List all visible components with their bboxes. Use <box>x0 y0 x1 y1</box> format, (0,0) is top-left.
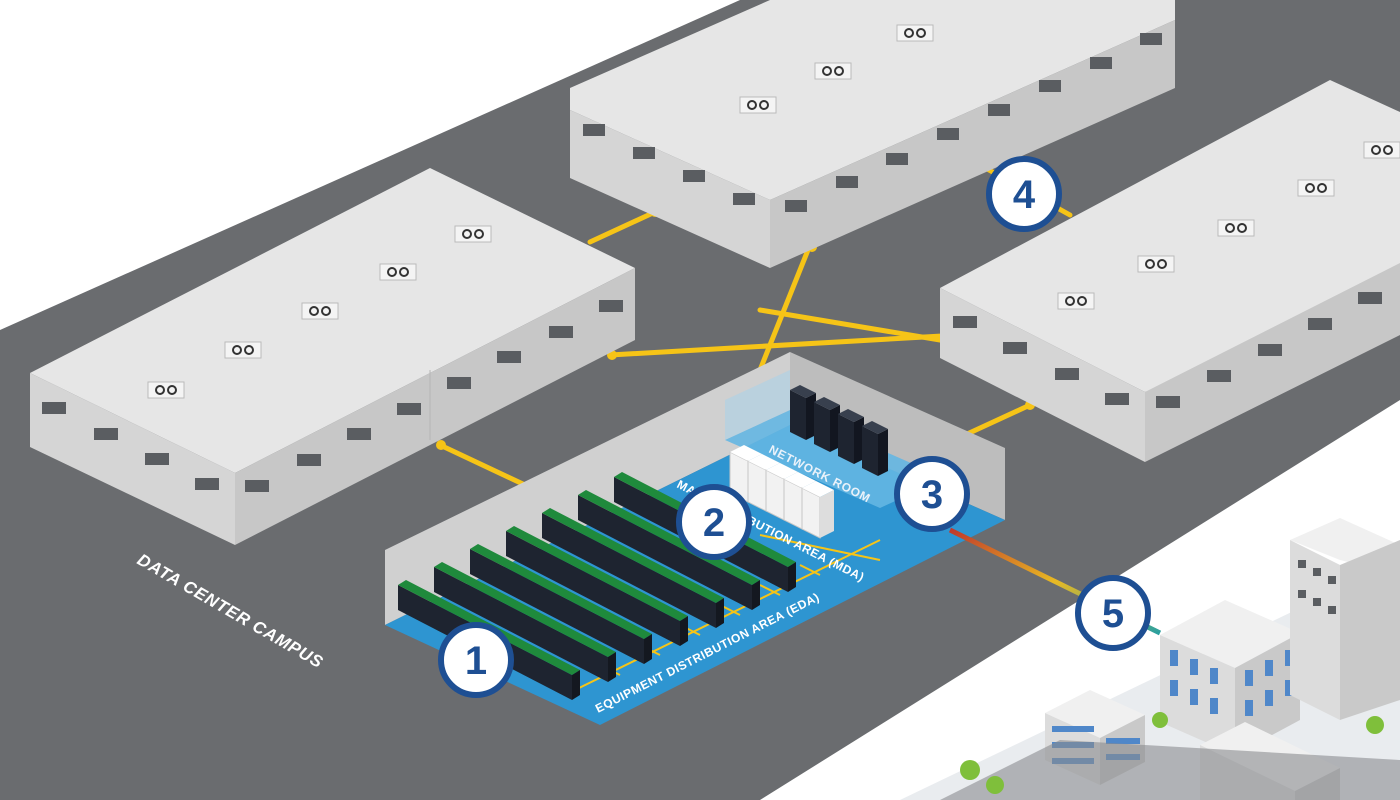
rack-row <box>434 562 616 682</box>
svg-text:4: 4 <box>1013 173 1036 217</box>
building-right <box>940 80 1400 462</box>
badge-3: 3 <box>894 456 970 532</box>
campus-cabling <box>437 162 1073 488</box>
mda-cabinets <box>729 445 834 539</box>
building-left-windows <box>42 300 623 492</box>
badge-2: 2 <box>676 484 752 560</box>
network-room-glass-wall <box>725 370 790 440</box>
city-road <box>940 740 1400 800</box>
rack-row <box>542 508 724 628</box>
building-right-windows <box>953 292 1382 408</box>
badge-1: 1 <box>438 622 514 698</box>
building-right-roof-units <box>1057 141 1400 310</box>
eda-floor-lines <box>574 534 881 691</box>
network-room-racks <box>790 385 888 476</box>
building-left-roof-units <box>147 225 492 399</box>
network-room-floor <box>725 410 945 508</box>
svg-text:5: 5 <box>1102 592 1124 636</box>
badge-4: 4 <box>986 156 1062 232</box>
building-top <box>570 0 1175 268</box>
badge-5: 5 <box>1075 575 1151 651</box>
rack-row <box>578 490 760 610</box>
rack-row <box>506 526 688 646</box>
building-left <box>30 168 635 545</box>
svg-text:1: 1 <box>465 639 487 683</box>
svg-text:3: 3 <box>921 473 943 517</box>
svg-text:2: 2 <box>703 501 725 545</box>
rack-row <box>470 544 652 664</box>
building-top-roof-units <box>739 24 934 114</box>
city-trees <box>960 712 1384 794</box>
building-top-windows <box>583 33 1162 212</box>
